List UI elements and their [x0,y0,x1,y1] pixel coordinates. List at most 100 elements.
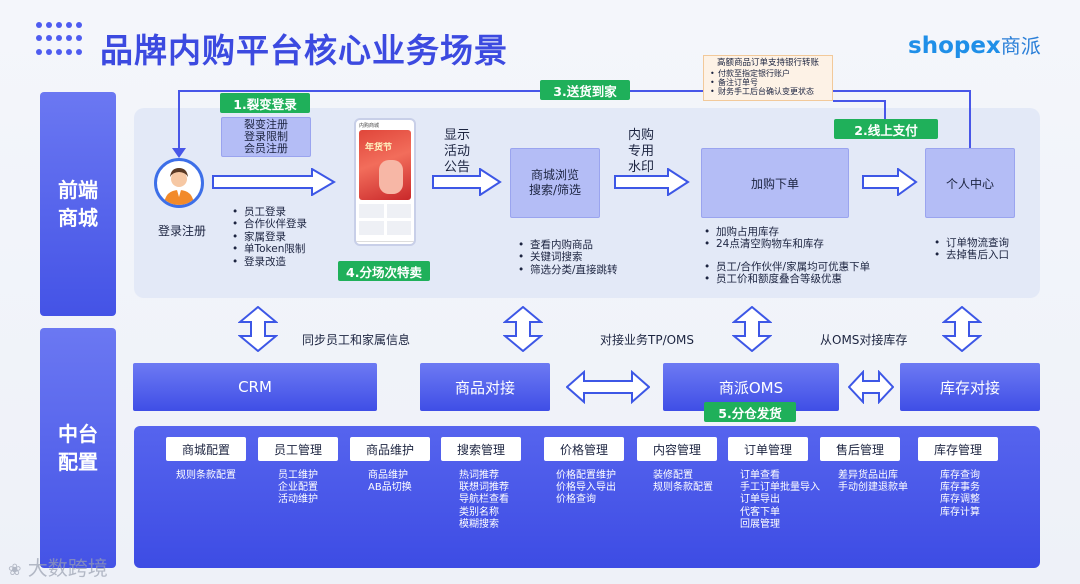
config-content: 内容管理 装修配置 规则条款配置 [637,437,717,494]
config-item: 代客下单 [740,506,780,518]
browse-search-box: 商城浏览 搜索/筛选 [510,148,600,218]
config-item: 联想词推荐 [459,482,509,494]
arrow-cart-to-personal [862,168,918,196]
config-search: 搜索管理 热词推荐 联想词推荐 导航栏查看 类别名称 模糊搜索 [441,437,521,531]
cart-bullets: 加购占用库存 24点清空购物车和库存 员工/合作伙伴/家属均可优惠下单 员工价和… [704,226,870,286]
step-3-tag: 3.送货到家 [540,80,630,100]
login-bullet: 家属登录 [232,231,307,244]
arrow-oms-stock [848,370,894,404]
watermark-icon: ❀ [8,560,22,579]
bank-transfer-note: 高额商品订单支持银行转账 付款至指定银行账户 备注订单号 财务手工后台确认变更状… [703,55,833,101]
delivery-loop-right [969,90,971,148]
config-item: 价格导入导出 [556,482,616,494]
phone-banner: 年货节 [359,130,411,200]
config-item: 手工订单批量导入 [740,482,820,494]
payment-loop-horizontal [833,100,886,102]
brand-logo: shopex商派 [908,30,1041,59]
login-feature-line: 会员注册 [244,142,288,155]
phone-top-bar: 内购商城 [359,123,380,129]
config-item: 装修配置 [653,470,693,481]
config-item: 订单查看 [740,470,780,481]
config-items: 订单查看 手工订单批量导入 订单导出 代客下单 回展管理 [740,470,820,531]
login-feature-line: 登录限制 [244,130,288,143]
personal-center-box: 个人中心 [925,148,1015,218]
login-bullets: 员工登录 合作伙伴登录 家属登录 单Token限制 登录改造 [232,206,307,268]
step-1-tag: 1.裂变登录 [220,93,310,113]
config-item: 库存事务 [940,482,980,494]
cart-bullet: 加购占用库存 [704,226,870,239]
stock-integration-box: 库存对接 [900,363,1040,411]
login-label: 登录注册 [158,224,207,238]
config-items: 库存查询 库存事务 库存调整 库存计算 [940,470,998,519]
step-4-tag: 4.分场次特卖 [338,261,430,281]
config-header: 员工管理 [258,437,338,461]
phone-mockup: 内购商城 年货节 [354,118,416,246]
note-title: 高额商品订单支持银行转账 [716,58,819,68]
cart-bullet: 24点清空购物车和库存 [704,238,870,251]
config-after-sales: 售后管理 差异货品出库 手动创建退款单 [820,437,908,494]
note-item: 财务手工后台确认变更状态 [708,87,828,96]
cart-label: 加购下单 [750,176,799,191]
config-item: 库存计算 [940,506,980,518]
config-header: 价格管理 [544,437,624,461]
cart-bullet: 员工/合作伙伴/家属均可优惠下单 [704,261,870,274]
config-header: 库存管理 [918,437,998,461]
crm-box: CRM [133,363,377,411]
product-integration-box: 商品对接 [420,363,550,411]
config-item: 规则条款配置 [176,470,236,481]
sync-arrow-product [503,306,543,352]
display-notice-label: 显示 活动 公告 [444,128,471,175]
phone-tab-bar [356,241,414,244]
personal-label: 个人中心 [945,176,994,191]
logo-suffix: 商派 [1000,34,1041,58]
login-feature-box: 裂变注册 登录限制 会员注册 [221,117,311,157]
personal-bullets: 订单物流查询 去掉售后入口 [934,237,1009,262]
personal-bullet: 订单物流查询 [934,237,1009,250]
config-product: 商品维护 商品维护 AB品切换 [350,437,430,494]
browse-bullet: 关键词搜索 [518,251,618,264]
middle-config-text: 中台 配置 [58,422,98,474]
add-cart-order-box: 加购下单 [701,148,849,218]
watermark-text: 大数跨境 [27,556,108,580]
phone-product-grid [356,200,414,239]
config-item: AB品切换 [368,482,412,494]
config-employee: 员工管理 员工维护 企业配置 活动维护 [258,437,338,507]
config-mall: 商城配置 规则条款配置 [166,437,246,482]
note-item: 备注订单号 [708,78,828,87]
config-items: 差异货品出库 手动创建退款单 [838,470,908,494]
phone-banner-text: 年货节 [365,143,393,153]
config-items: 商品维护 AB品切换 [368,470,430,494]
internal-watermark-label: 内购 专用 水印 [628,128,655,175]
config-header: 商品维护 [350,437,430,461]
login-bullet: 合作伙伴登录 [232,218,307,231]
config-header: 商城配置 [166,437,246,461]
config-item: 手动创建退款单 [838,482,908,494]
page-watermark: ❀ 大数跨境 [8,552,108,581]
browse-label: 商城浏览 搜索/筛选 [528,168,582,197]
config-item: 热词推荐 [459,470,499,481]
payment-loop-vertical [884,100,886,122]
phone-banner-product [379,160,403,194]
config-item: 价格配置维护 [556,470,616,481]
config-items: 规则条款配置 [176,470,246,482]
step-2-tag: 2.线上支付 [834,119,938,139]
sync-oms-text: 对接业务TP/OMS [600,333,695,347]
config-items: 热词推荐 联想词推荐 导航栏查看 类别名称 模糊搜索 [459,470,521,531]
arrow-login-to-phone [212,168,336,196]
front-mall-label: 前端 商城 [40,92,116,316]
sync-crm-text: 同步员工和家属信息 [302,333,411,347]
browse-bullet: 筛选分类/直接跳转 [518,264,618,277]
logo-brand: shopex [908,33,1001,59]
config-item: 员工维护 [278,470,318,481]
cart-bullet: 员工价和额度叠合等级优惠 [704,273,870,286]
browse-bullets: 查看内购商品 关键词搜索 筛选分类/直接跳转 [518,239,618,277]
page-title: 品牌内购平台核心业务场景 [100,31,508,70]
sync-arrow-crm [238,306,278,352]
config-item: 库存查询 [940,470,980,481]
config-item: 差异货品出库 [838,470,898,481]
personal-bullet: 去掉售后入口 [934,249,1009,262]
config-item: 商品维护 [368,470,408,481]
config-item: 订单导出 [740,494,780,506]
logo-dots [36,22,84,58]
arrow-browse-to-cart [614,168,690,196]
